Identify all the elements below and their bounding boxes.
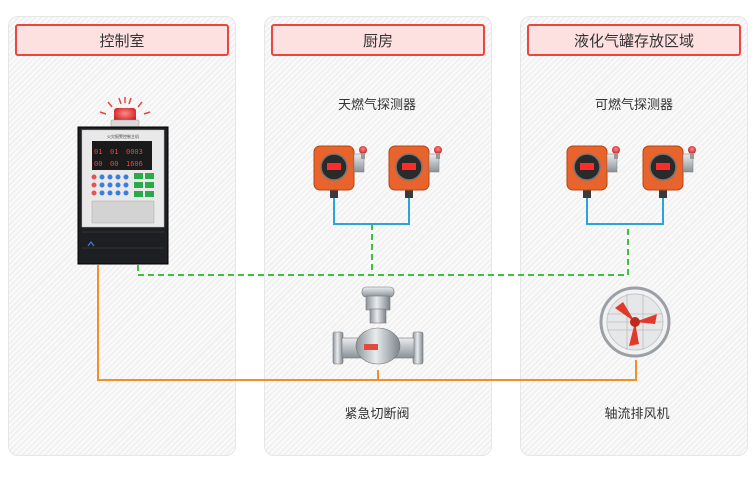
controller-keypad [91,173,155,224]
display-value-4: 00 [94,160,102,168]
gas-detector-4 [642,145,696,198]
signal-lines [333,198,664,225]
controller-header-text: 火灾报警控制主机 [107,133,139,139]
controller-logo-icon [87,241,95,247]
display-value-6: 1606 [126,160,143,168]
panel-kitchen: 厨房 [264,16,492,456]
alarm-beacon-icon [99,97,151,129]
label-valve: 紧急切断阀 [344,407,410,422]
panel-lpg-storage: 液化气罐存放区域 [520,16,748,456]
gas-detector-3 [566,145,620,198]
display-value-2: 01 [110,148,118,156]
network-line [137,224,629,276]
label-kitchen-detector: 天燃气探测器 [337,98,417,113]
power-line [97,265,637,381]
display-value-5: 00 [110,160,118,168]
panel-control-room: 控制室 [8,16,236,456]
display-value-1: 01 [94,148,102,156]
controller-cabinet: 火灾报警控制主机 01 01 0003 00 00 1606 [77,126,169,265]
panel-title-control-room: 控制室 [15,24,229,56]
shutoff-valve-icon [332,286,424,365]
label-fan: 轴流排风机 [604,407,670,422]
gas-detector-1 [313,145,367,198]
exhaust-fan-icon [599,286,671,358]
panel-title-lpg-storage: 液化气罐存放区域 [527,24,741,56]
label-lpg-detector: 可燃气探测器 [594,98,674,113]
panel-title-kitchen: 厨房 [271,24,485,56]
gas-detector-2 [388,145,442,198]
display-value-3: 0003 [126,148,143,156]
